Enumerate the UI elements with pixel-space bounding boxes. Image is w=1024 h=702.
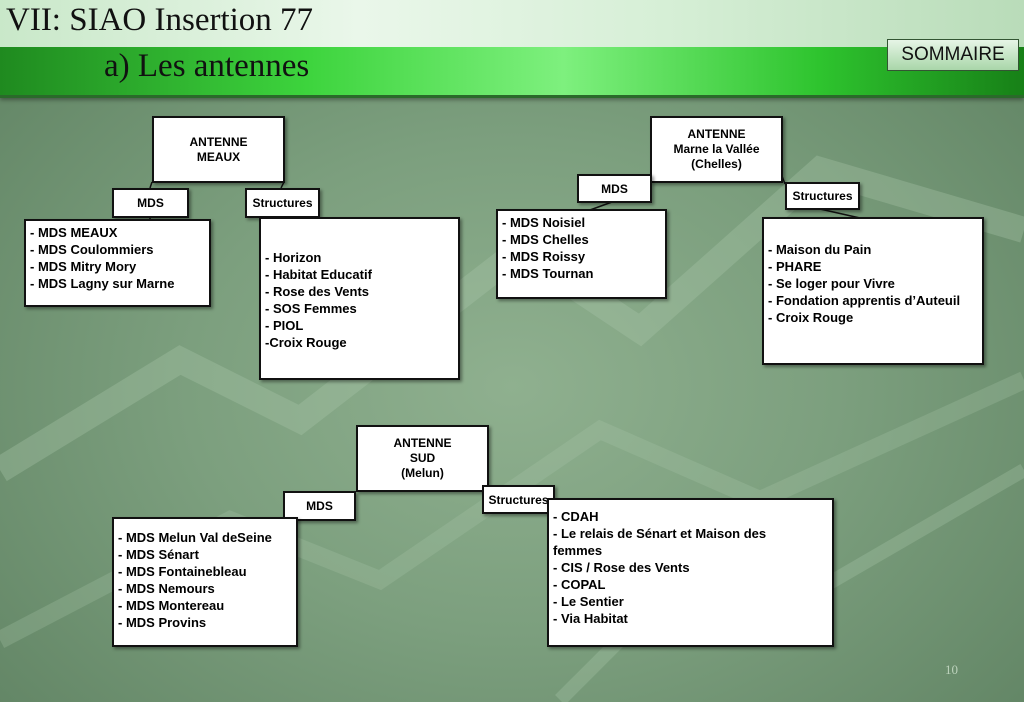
antenne-name-line: ANTENNE bbox=[687, 127, 746, 141]
list-item: - Rose des Vents bbox=[265, 284, 370, 299]
header-banner bbox=[0, 0, 1024, 98]
antenne-sud-mds-list: - MDS Melun Val deSeine - MDS Sénart - M… bbox=[112, 517, 298, 647]
antenne-sud-structures-tag: Structures bbox=[482, 485, 555, 514]
antenne-meaux-box: ANTENNE MEAUX bbox=[152, 116, 285, 183]
antenne-name-line: (Chelles) bbox=[691, 157, 742, 171]
antenne-name-line: MEAUX bbox=[196, 149, 241, 164]
antenne-meaux-mds-tag: MDS bbox=[112, 188, 189, 218]
antenne-meaux-structures-tag: Structures bbox=[245, 188, 320, 218]
antenne-marne-mds-list: - MDS Noisiel - MDS Chelles - MDS Roissy… bbox=[496, 209, 667, 299]
antenne-sud-mds-tag: MDS bbox=[283, 491, 356, 521]
page-number: 10 bbox=[945, 662, 958, 677]
list-item: - MDS Chelles bbox=[502, 232, 589, 247]
list-item: - Habitat Educatif bbox=[265, 267, 372, 282]
list-item: - MDS Mitry Mory bbox=[30, 259, 137, 274]
list-item: - MDS Coulommiers bbox=[30, 242, 154, 257]
list-item: - MDS Lagny sur Marne bbox=[30, 276, 175, 291]
antenne-marne-structures-list: - Maison du Pain - PHARE - Se loger pour… bbox=[762, 217, 984, 365]
slide-subtitle: a) Les antennes bbox=[104, 48, 310, 84]
antenne-marne-box: ANTENNE Marne la Vallée (Chelles) bbox=[650, 116, 783, 183]
list-item: - Via Habitat bbox=[553, 611, 628, 626]
list-item: - MDS Tournan bbox=[502, 266, 594, 281]
list-item: - MDS Nemours bbox=[118, 581, 215, 596]
sommaire-button[interactable]: SOMMAIRE bbox=[887, 39, 1019, 71]
list-item: - Croix Rouge bbox=[768, 310, 854, 325]
list-item: - COPAL bbox=[553, 577, 606, 592]
list-item: - MDS Melun Val deSeine bbox=[118, 530, 272, 545]
list-item: - Le Sentier bbox=[553, 594, 624, 609]
list-item: - MDS Noisiel bbox=[502, 215, 586, 230]
list-item: - MDS Fontainebleau bbox=[118, 564, 247, 579]
antenne-name-line: SUD bbox=[409, 451, 436, 465]
antenne-name-line: ANTENNE bbox=[393, 436, 452, 450]
list-item: - Le relais de Sénart et Maison des femm… bbox=[553, 526, 767, 558]
list-item: - CDAH bbox=[553, 509, 599, 524]
list-item: - PHARE bbox=[768, 259, 822, 274]
antenne-meaux-structures-list: - Horizon - Habitat Educatif - Rose des … bbox=[259, 217, 460, 380]
antenne-sud-structures-list: - CDAH - Le relais de Sénart et Maison d… bbox=[547, 498, 834, 647]
antenne-marne-structures-tag: Structures bbox=[785, 182, 860, 210]
slide-title: VII: SIAO Insertion 77 bbox=[6, 2, 314, 38]
list-item: - MDS Roissy bbox=[502, 249, 586, 264]
antenne-meaux-mds-list: - MDS MEAUX - MDS Coulommiers - MDS Mitr… bbox=[24, 219, 211, 307]
list-item: - SOS Femmes bbox=[265, 301, 357, 316]
antenne-name-line: ANTENNE bbox=[189, 134, 248, 149]
list-item: - PIOL bbox=[265, 318, 304, 333]
list-item: - MDS Montereau bbox=[118, 598, 225, 613]
header-top-band bbox=[0, 0, 1024, 47]
list-item: - Se loger pour Vivre bbox=[768, 276, 895, 291]
list-item: -Croix Rouge bbox=[265, 335, 347, 350]
list-item: - Horizon bbox=[265, 250, 322, 265]
antenne-name-line: (Melun) bbox=[401, 466, 444, 480]
list-item: - MDS Provins bbox=[118, 615, 207, 630]
antenne-sud-box: ANTENNE SUD (Melun) bbox=[356, 425, 489, 492]
list-item: - Maison du Pain bbox=[768, 242, 872, 257]
antenne-marne-mds-tag: MDS bbox=[577, 174, 652, 203]
list-item: - Fondation apprentis d’Auteuil bbox=[768, 293, 961, 308]
antenne-name-line: Marne la Vallée bbox=[673, 142, 760, 156]
list-item: - CIS / Rose des Vents bbox=[553, 560, 690, 575]
list-item: - MDS Sénart bbox=[118, 547, 199, 562]
list-item: - MDS MEAUX bbox=[30, 225, 118, 240]
